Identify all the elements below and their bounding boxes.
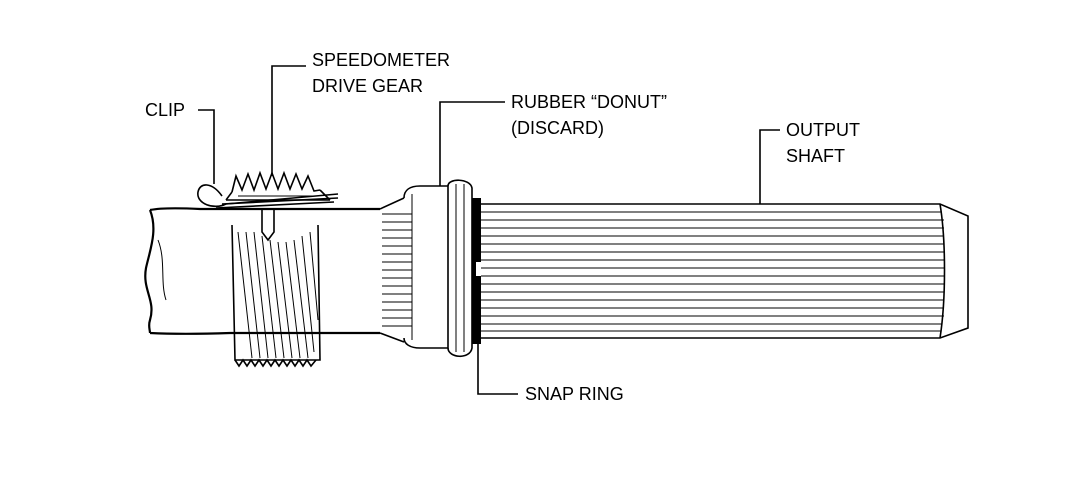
rubber-donut xyxy=(447,179,473,358)
donut-leader xyxy=(439,101,505,186)
labels: CLIP SPEEDOMETER DRIVE GEAR RUBBER “DONU… xyxy=(145,50,860,404)
speedometer-label-line1: SPEEDOMETER xyxy=(312,50,450,70)
clip-label: CLIP xyxy=(145,100,185,120)
donut-label-line1: RUBBER “DONUT” xyxy=(511,92,667,112)
output-shaft-label-line1: OUTPUT xyxy=(786,120,860,140)
clip xyxy=(197,184,339,209)
snap-ring-leader xyxy=(477,344,518,395)
clip-leader xyxy=(198,109,215,184)
main-shaft xyxy=(144,207,380,335)
output-shaft-label-line2: SHAFT xyxy=(786,146,845,166)
shaft-neck-splines xyxy=(379,197,412,343)
worm-thread xyxy=(231,208,321,368)
leader-lines xyxy=(198,65,780,395)
hub-collar xyxy=(403,185,449,349)
snap-ring xyxy=(472,198,481,344)
speedometer-label-line2: DRIVE GEAR xyxy=(312,76,423,96)
output-shaft-body xyxy=(481,203,969,339)
donut-label-line2: (DISCARD) xyxy=(511,118,604,138)
snap-ring-label: SNAP RING xyxy=(525,384,624,404)
output-shaft-leader xyxy=(759,129,780,204)
speedometer-leader xyxy=(271,65,306,176)
